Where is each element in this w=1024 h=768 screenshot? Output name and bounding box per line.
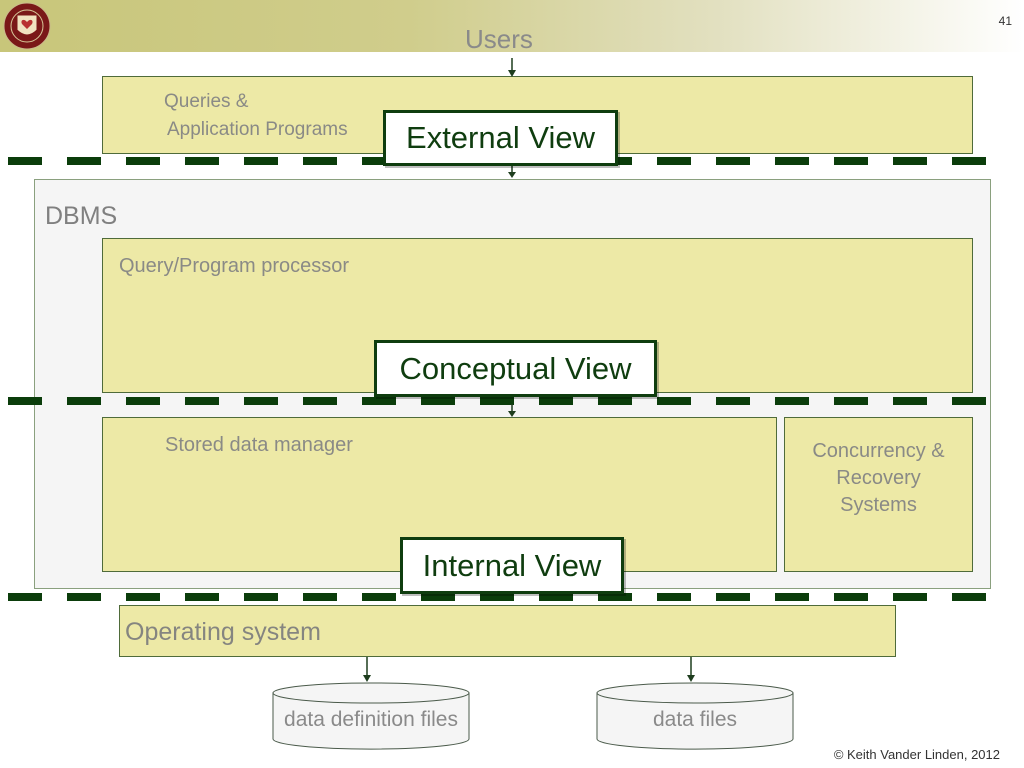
- data-definition-files-label: data definition files: [284, 708, 458, 731]
- slide-number: 41: [998, 14, 1012, 28]
- concurrency-label-line3: Systems: [840, 494, 917, 516]
- queries-label-line1: Queries &: [164, 91, 249, 112]
- dashed-divider-internal: [8, 593, 1000, 601]
- header-band: [0, 0, 1024, 52]
- stored-data-manager-label: Stored data manager: [165, 434, 353, 456]
- concurrency-recovery-box: Concurrency & Recovery Systems: [784, 417, 973, 572]
- users-label: Users: [465, 24, 533, 54]
- operating-system-box: Operating system: [119, 605, 896, 657]
- cylinder-shape: [272, 682, 470, 750]
- copyright-notice: © Keith Vander Linden, 2012: [833, 747, 1000, 762]
- concurrency-label-line1: Concurrency &: [812, 440, 945, 462]
- internal-view-label: Internal View: [400, 537, 624, 594]
- data-files-label: data files: [652, 708, 738, 731]
- concurrency-label-line2: Recovery: [836, 467, 921, 489]
- arrow-users-to-queries: [508, 58, 516, 77]
- arrow-to-data-files: [687, 657, 695, 682]
- data-files-cylinder: data files: [596, 682, 794, 750]
- query-processor-label: Query/Program processor: [119, 255, 350, 277]
- data-definition-files-cylinder: data definition files: [272, 682, 470, 750]
- arrow-to-data-definition-files: [363, 657, 371, 682]
- dashed-divider-conceptual: [8, 397, 1000, 405]
- arrow-to-stored-data-manager: [508, 404, 516, 417]
- dbms-label: DBMS: [45, 202, 118, 230]
- university-seal-logo: [3, 2, 51, 50]
- conceptual-view-label: Conceptual View: [374, 340, 657, 397]
- external-view-label: External View: [383, 110, 618, 166]
- cylinder-shape: [596, 682, 794, 750]
- concurrency-label: Concurrency & Recovery Systems: [785, 438, 972, 519]
- arrow-to-dbms: [508, 165, 516, 178]
- operating-system-label: Operating system: [125, 618, 321, 646]
- queries-label-line2: Application Programs: [167, 119, 348, 140]
